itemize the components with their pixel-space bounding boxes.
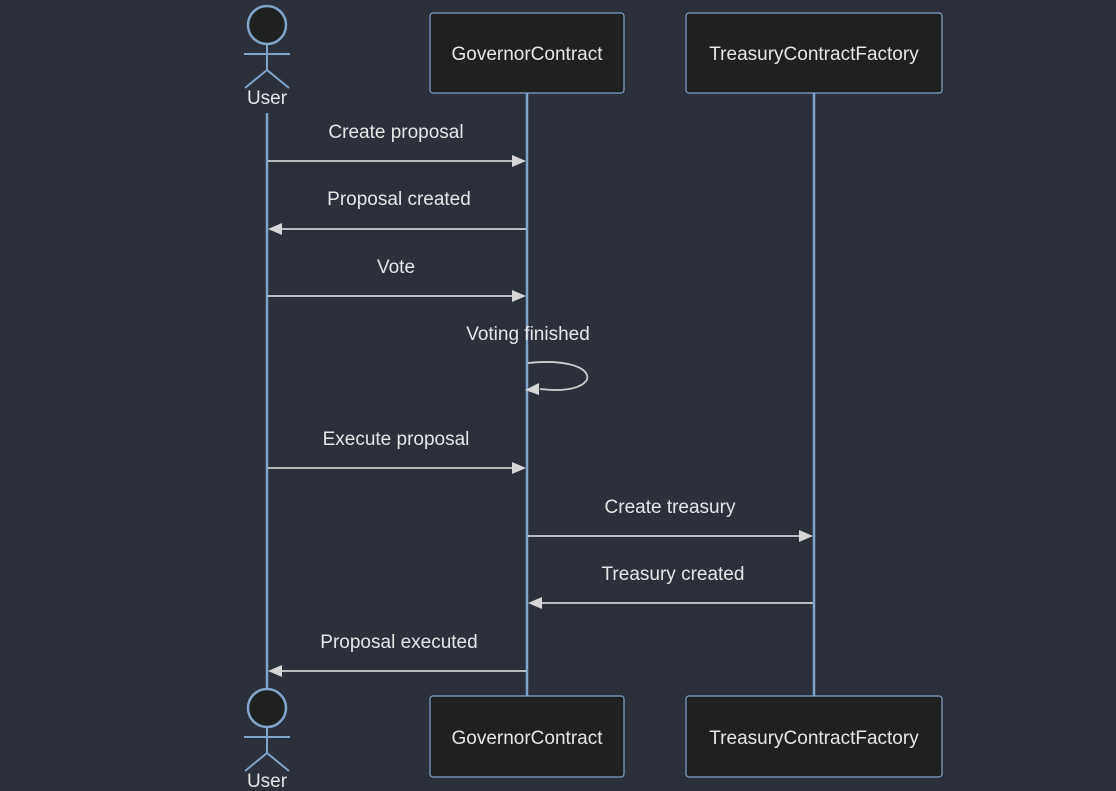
- message-label: Proposal created: [327, 189, 471, 210]
- actor-user-top: User: [244, 4, 290, 109]
- participant-box: [429, 12, 625, 94]
- arrowhead-icon: [512, 155, 526, 167]
- participant-governor-bottom: GovernorContract: [429, 695, 625, 778]
- participant-factory-top: TreasuryContractFactory: [685, 12, 943, 94]
- participant-box: [429, 695, 625, 778]
- actor-user-label-top: User: [247, 88, 288, 109]
- arrowhead-icon: [512, 290, 526, 302]
- arrowhead-icon: [268, 223, 282, 235]
- participant-factory-label-bottom: TreasuryContractFactory: [709, 728, 919, 749]
- message-label: Vote: [377, 257, 415, 278]
- message-label: Execute proposal: [323, 429, 470, 450]
- actor-user-label-bottom: User: [247, 771, 288, 791]
- participant-governor-top: GovernorContract: [429, 12, 625, 94]
- message-proposal-executed: Proposal executed: [268, 632, 526, 677]
- participant-governor-label-top: GovernorContract: [451, 44, 603, 65]
- message-treasury-created: Treasury created: [528, 564, 813, 609]
- actor-head-icon: [246, 4, 288, 46]
- message-voting-finished: Voting finished: [466, 324, 590, 395]
- participant-box: [685, 12, 943, 94]
- arrowhead-icon: [525, 383, 539, 395]
- arrowhead-icon: [528, 597, 542, 609]
- participant-factory-label-top: TreasuryContractFactory: [709, 44, 919, 65]
- message-vote: Vote: [268, 257, 526, 302]
- participant-factory-bottom: TreasuryContractFactory: [685, 695, 943, 778]
- participant-governor-label-bottom: GovernorContract: [451, 728, 603, 749]
- message-label: Create treasury: [605, 497, 736, 518]
- actor-head-icon: [246, 687, 288, 729]
- arrowhead-icon: [512, 462, 526, 474]
- message-label: Treasury created: [602, 564, 745, 585]
- actor-user-bottom: User: [244, 687, 290, 791]
- message-execute-proposal: Execute proposal: [268, 429, 526, 474]
- message-label: Proposal executed: [320, 632, 477, 653]
- arrowhead-icon: [799, 530, 813, 542]
- message-label: Voting finished: [466, 324, 590, 345]
- message-create-proposal: Create proposal: [268, 122, 526, 167]
- participant-box: [685, 695, 943, 778]
- message-proposal-created: Proposal created: [268, 189, 526, 235]
- arrowhead-icon: [268, 665, 282, 677]
- message-create-treasury: Create treasury: [528, 497, 813, 542]
- message-label: Create proposal: [328, 122, 463, 143]
- self-loop-arrow: [527, 361, 589, 391]
